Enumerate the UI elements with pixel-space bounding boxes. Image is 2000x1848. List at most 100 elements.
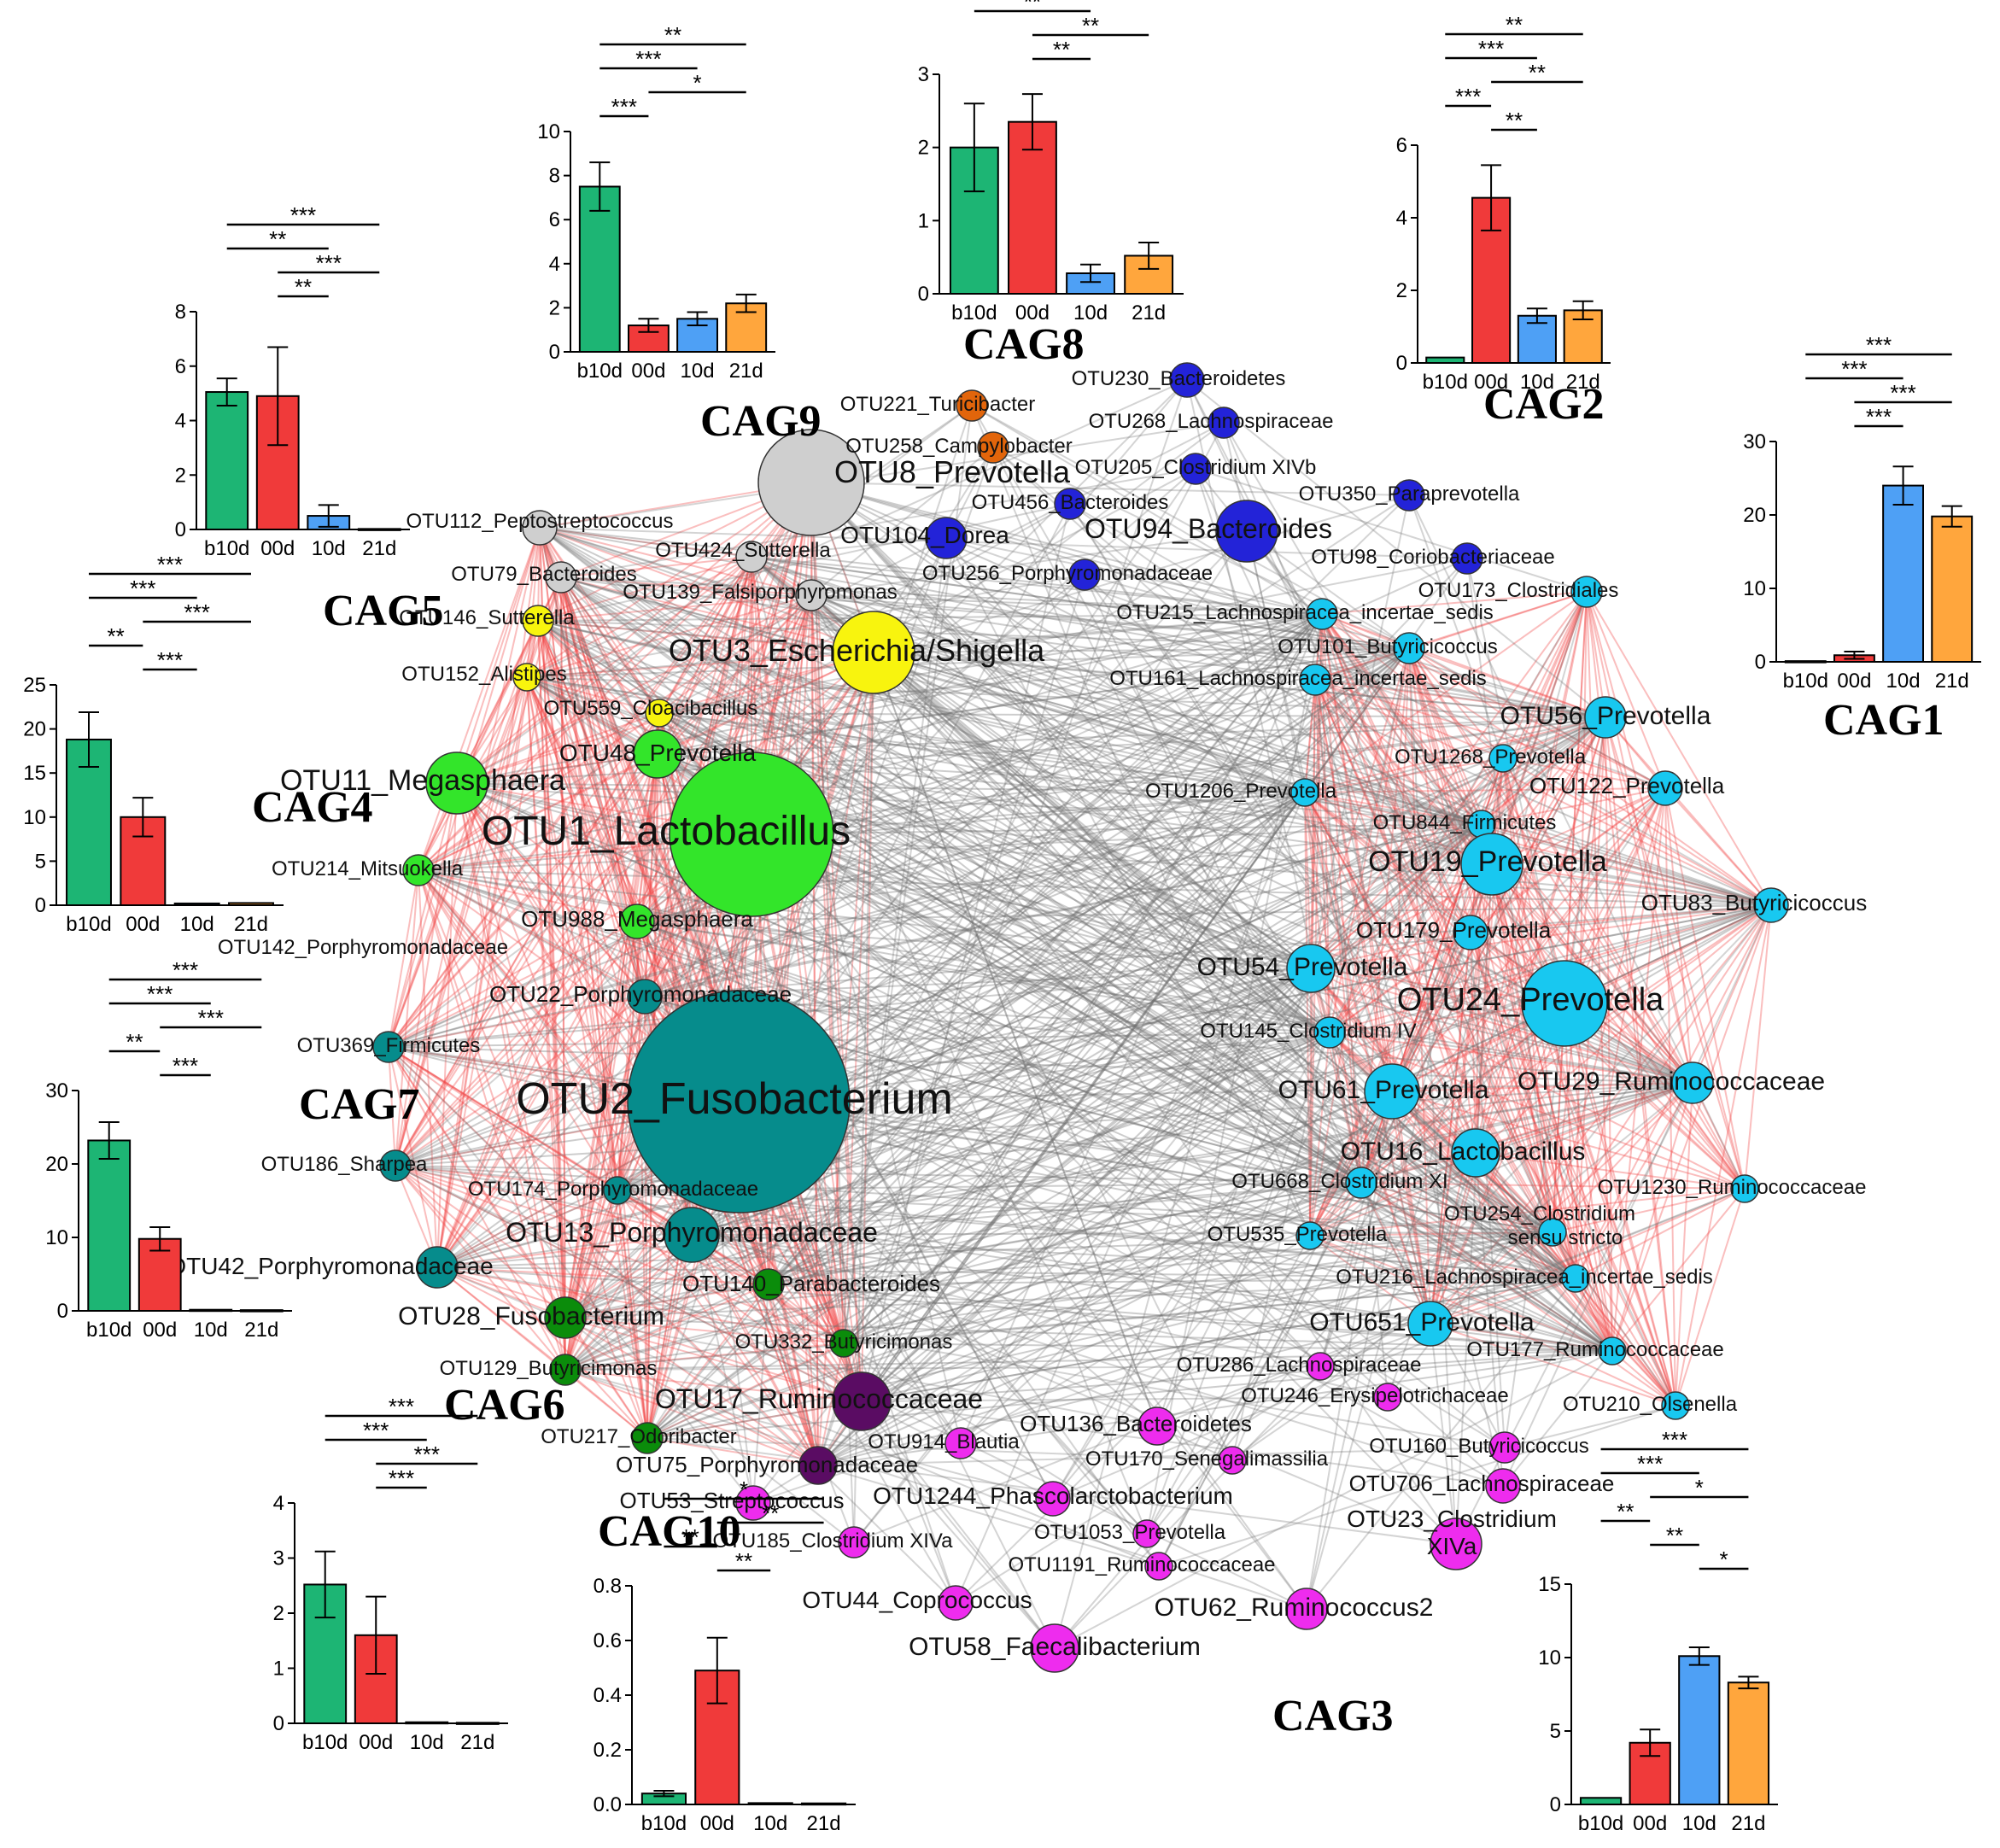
network-edge (1470, 932, 1553, 1233)
network-edge (526, 676, 618, 1191)
network-edge (1310, 757, 1504, 969)
node-label: OTU22_Porphyromonadaceae (489, 981, 792, 1007)
network-edge (564, 1317, 819, 1466)
node-label: OTU3_Escherichia/Shigella (669, 633, 1045, 668)
network-edge (1675, 1188, 1746, 1406)
network-edge (1309, 716, 1606, 1237)
network-edge (456, 527, 541, 784)
network-edge (1314, 679, 1482, 825)
network-edge (752, 1003, 1565, 1504)
network-edge (646, 1401, 863, 1439)
node-otu44-coprococcus (938, 1585, 974, 1621)
network-edge (395, 1032, 1330, 1167)
network-edge (526, 613, 1323, 678)
network-edge (691, 1234, 1504, 1487)
node-otu456-bacteroides (1054, 488, 1086, 520)
node-label: OTU535_Prevotella (1208, 1223, 1388, 1246)
network-edge (539, 527, 660, 714)
network-edge (418, 792, 1306, 871)
network-edge (768, 1278, 1576, 1285)
network-edge (617, 1190, 845, 1344)
network-edge (1430, 1278, 1576, 1325)
network-edge (1314, 647, 1410, 681)
network-edge (955, 1231, 1553, 1604)
network-edge (751, 556, 962, 1444)
network-edge (1314, 679, 1471, 933)
network-edge (564, 1317, 1613, 1352)
network-edge (1430, 716, 1606, 1325)
network-edge (1310, 932, 1471, 969)
node-otu286-lachnospiraceae (1306, 1352, 1335, 1381)
network-edge (1304, 792, 1477, 1154)
network-edge (657, 716, 1606, 755)
network-edge (564, 1231, 1553, 1371)
network-edge (418, 527, 541, 871)
network-edge (810, 482, 1772, 906)
network-edge (395, 792, 1306, 1167)
network-edge (418, 869, 1576, 1279)
network-edge (1314, 679, 1553, 1233)
significance-label: *** (414, 1442, 440, 1467)
network-edge (456, 613, 1323, 784)
network-edge (560, 576, 638, 922)
network-edge (456, 782, 646, 997)
network-edge (945, 537, 1323, 615)
node-label: OTU170_Senegalimassilia (1085, 1447, 1329, 1471)
network-edge (564, 1231, 1553, 1319)
node-otu369-firmicutes (372, 1031, 405, 1063)
node-label: OTU152_Alistipes (401, 663, 566, 686)
network-edge (564, 1284, 769, 1319)
network-edge (1186, 379, 1606, 718)
x-tick-label: b10d (302, 1731, 348, 1754)
x-tick-label: 00d (143, 1319, 177, 1342)
network-edge (1304, 792, 1482, 825)
network-edge (388, 1046, 566, 1371)
y-tick-label: 25 (23, 674, 46, 697)
y-tick-label: 10 (45, 1226, 68, 1249)
network-edge (636, 482, 812, 922)
network-edge (1146, 1032, 1330, 1535)
network-edge (1664, 787, 1676, 1406)
x-tick-label: 00d (126, 913, 160, 936)
network-edge (751, 833, 1312, 969)
node-label: OTU177_Ruminococcaceae (1466, 1338, 1724, 1361)
network-edge (418, 869, 566, 1319)
node-otu1191-ruminococcaceae (1144, 1552, 1173, 1581)
node-otu559-cloacibacillus (645, 699, 674, 728)
node-otu332-butyricimonas (829, 1329, 858, 1358)
cag-title: CAG10 (598, 1507, 741, 1556)
network-edge (1329, 1032, 1693, 1084)
node-otu258-campylobacter (977, 431, 1009, 464)
node-label: OTU185_Clostridium XIVa (713, 1529, 954, 1553)
network-edge (1309, 1235, 1676, 1406)
network-edge (1329, 823, 1482, 1033)
bar-10d (747, 1802, 793, 1805)
network-edge (810, 594, 1410, 649)
network-edge (1310, 494, 1410, 969)
y-tick-label: 6 (549, 208, 560, 231)
network-edge (1575, 1278, 1676, 1406)
network-edge (636, 921, 1553, 1233)
network-edge (537, 613, 1323, 622)
network-edge (768, 422, 1225, 1285)
network-edge (1430, 823, 1482, 1325)
network-edge (1692, 904, 1772, 1084)
node-otu152-alistipes (512, 663, 541, 692)
network-edge (1481, 591, 1588, 825)
network-edge (526, 676, 1306, 793)
node-label: OTU258_Campylobacter (845, 435, 1072, 458)
network-edge (636, 921, 1693, 1084)
network-edge (644, 792, 1306, 997)
network-edge (691, 1082, 1693, 1236)
network-edge (526, 556, 752, 678)
network-edge (1084, 574, 1362, 1184)
network-edge (560, 576, 618, 1191)
network-edge (388, 1046, 1362, 1184)
network-edge (1304, 792, 1576, 1279)
network-edge (1195, 468, 1393, 1092)
network-edge (644, 996, 1693, 1084)
network-edge (456, 782, 1362, 1184)
x-tick-label: 21d (807, 1812, 841, 1835)
y-tick-label: 8 (549, 165, 560, 188)
network-edge (436, 652, 874, 1268)
